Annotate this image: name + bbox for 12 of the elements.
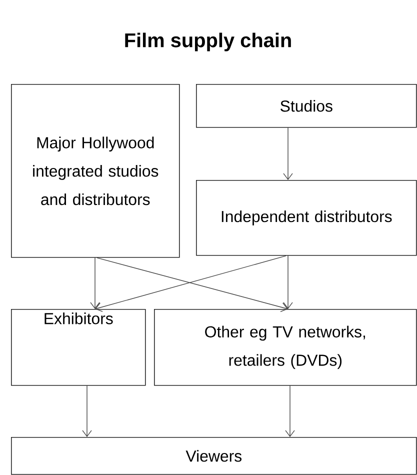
process-box: Other eg TV networks, retailers (DVDs) bbox=[154, 309, 417, 386]
arrow bbox=[283, 127, 293, 180]
process-box: Viewers bbox=[11, 437, 417, 475]
arrow bbox=[285, 385, 295, 437]
process-box: Major Hollywood integrated studios and distributors bbox=[11, 84, 180, 258]
arrow bbox=[82, 385, 92, 437]
arrow bbox=[90, 257, 100, 309]
arrow bbox=[283, 255, 293, 309]
process-box: Independent distributors bbox=[196, 180, 417, 256]
process-box: Exhibitors bbox=[11, 309, 146, 386]
title: Film supply chain bbox=[125, 32, 291, 52]
process-box: Studios bbox=[196, 84, 417, 128]
